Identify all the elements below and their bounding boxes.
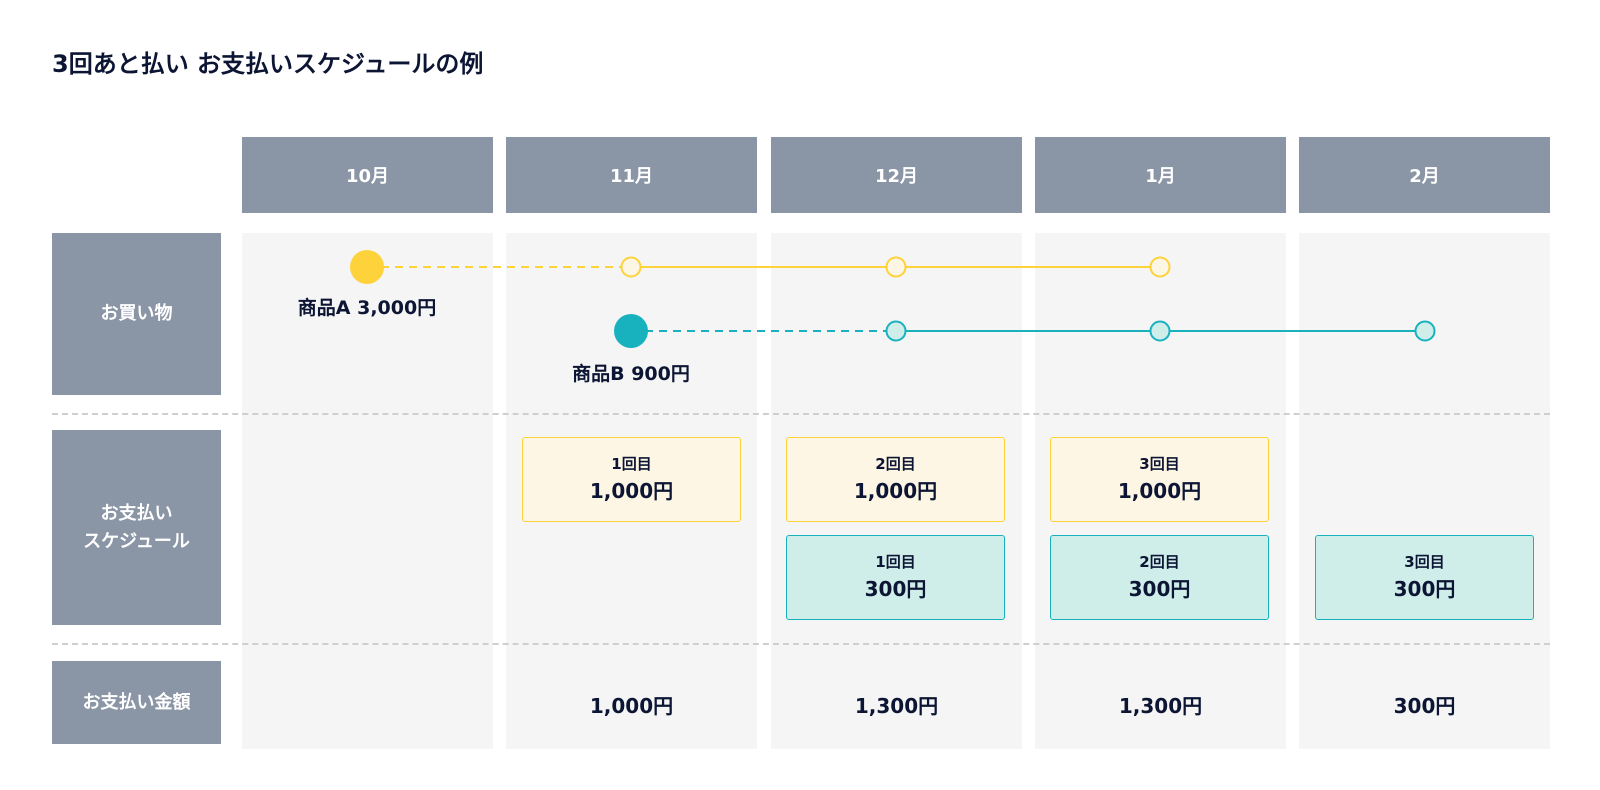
installment-number: 1回目 — [875, 552, 916, 571]
installment-amount: 300円 — [864, 576, 927, 601]
payment-box-item-a: 1回目 1,000円 — [522, 437, 741, 522]
row-label-schedule-line2: スケジュール — [83, 530, 190, 552]
month-header-dec: 12月 — [771, 137, 1022, 213]
month-header-nov: 11月 — [506, 137, 757, 213]
installment-amount: 1,000円 — [589, 478, 674, 503]
row-divider — [52, 413, 1550, 415]
payment-box-item-a: 2回目 1,000円 — [786, 437, 1005, 522]
installment-number: 1回目 — [611, 454, 652, 473]
item-b-payment-marker — [1414, 320, 1436, 342]
installment-amount: 1,000円 — [1117, 478, 1202, 503]
page-title: 3回あと払い お支払いスケジュールの例 — [52, 50, 484, 78]
month-header-jan: 1月 — [1035, 137, 1286, 213]
installment-amount: 1,000円 — [853, 478, 938, 503]
item-a-payment-marker — [620, 256, 642, 278]
total-amount-dec: 1,300円 — [854, 694, 939, 718]
row-label-total: お支払い金額 — [52, 661, 221, 744]
installment-amount: 300円 — [1393, 576, 1456, 601]
row-label-purchase: お買い物 — [52, 233, 221, 395]
installment-amount: 300円 — [1128, 576, 1191, 601]
total-amount-jan: 1,300円 — [1118, 694, 1203, 718]
item-a-label: 商品A 3,000円 — [297, 297, 437, 319]
row-divider — [52, 643, 1550, 645]
row-label-schedule: お支払い スケジュール — [52, 430, 221, 625]
total-amount-feb: 300円 — [1393, 694, 1456, 718]
installment-number: 2回目 — [1139, 552, 1180, 571]
installment-number: 3回目 — [1404, 552, 1445, 571]
total-amount-nov: 1,000円 — [589, 694, 674, 718]
installment-number: 2回目 — [875, 454, 916, 473]
item-b-payment-marker — [885, 320, 907, 342]
payment-box-item-b: 3回目 300円 — [1315, 535, 1534, 620]
installment-number: 3回目 — [1139, 454, 1180, 473]
total-amount-oct — [242, 663, 493, 746]
item-b-purchase-marker — [614, 314, 648, 348]
item-a-payment-marker — [885, 256, 907, 278]
month-header-oct: 10月 — [242, 137, 493, 213]
payment-box-item-b: 1回目 300円 — [786, 535, 1005, 620]
column-bg-feb — [1299, 233, 1550, 749]
item-a-purchase-marker — [350, 250, 384, 284]
row-label-schedule-line1: お支払い — [100, 502, 173, 524]
item-a-payment-marker — [1149, 256, 1171, 278]
payment-box-item-a: 3回目 1,000円 — [1050, 437, 1269, 522]
item-b-payment-marker — [1149, 320, 1171, 342]
column-bg-oct — [242, 233, 493, 749]
month-header-feb: 2月 — [1299, 137, 1550, 213]
payment-box-item-b: 2回目 300円 — [1050, 535, 1269, 620]
item-b-label: 商品B 900円 — [572, 363, 690, 385]
